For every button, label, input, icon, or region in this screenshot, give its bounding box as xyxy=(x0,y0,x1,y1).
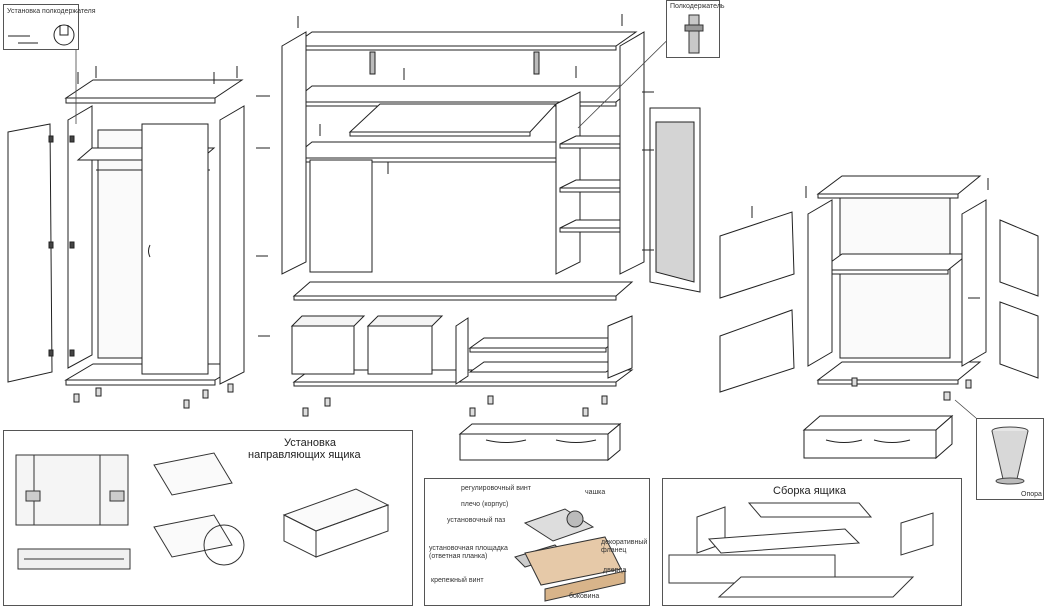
wardrobe-exploded-view xyxy=(7,66,270,409)
hinge-label-arm: плечо (корпус) xyxy=(461,501,509,508)
hinge-label-side: боковина xyxy=(569,593,600,600)
drawer-guides-title-line2: направляющих ящика xyxy=(248,449,361,461)
drawer-guides-illustration xyxy=(15,452,390,570)
hinge-label-mount-plate-note: (ответная планка) xyxy=(429,553,488,560)
hinge-label-fixing-screw: крепежный винт xyxy=(431,577,484,584)
shelf-holder-install-label: Установка полкодержателя xyxy=(7,8,96,15)
cabinet-exploded-view xyxy=(719,175,1039,460)
shelf-holder-callout: Полкодержатель xyxy=(666,0,725,58)
desk-unit-exploded-view xyxy=(256,14,701,293)
hinge-label-cup: чашка xyxy=(585,489,606,496)
hinge-illustration xyxy=(514,508,626,602)
hinge-label-mount-slot: установочный паз xyxy=(447,517,506,524)
tv-stand-exploded-view xyxy=(290,281,634,462)
support-callout: Опора xyxy=(976,418,1044,500)
support-label: Опора xyxy=(1021,491,1042,498)
hinge-label-adjusting-screw: регулировочный винт xyxy=(461,485,531,492)
shelf-holder-icon xyxy=(684,14,704,54)
hinge-label-door: дверца xyxy=(603,567,627,574)
drawer-assembly-title: Сборка ящика xyxy=(773,485,847,497)
shelf-holder-install-callout: Установка полкодержателя xyxy=(3,4,95,50)
hinge-label-decorative: декоративный xyxy=(601,539,648,546)
shelf-holder-label: Полкодержатель xyxy=(670,3,725,10)
drawer-guides-panel: Установка направляющих ящика xyxy=(3,430,413,606)
support-foot-icon xyxy=(991,426,1029,485)
drawer-assembly-illustration xyxy=(668,502,934,598)
shelf-holder-install-icon xyxy=(8,24,75,46)
hinge-label-mount-plate: установочная площадка xyxy=(429,545,508,552)
hinge-label-flange: фланец xyxy=(601,547,627,554)
drawer-assembly-panel: Сборка ящика xyxy=(662,478,962,606)
hinge-panel: регулировочный винт плечо (корпус) устан… xyxy=(424,478,650,606)
drawer-guides-title-line1: Установка xyxy=(284,437,336,449)
